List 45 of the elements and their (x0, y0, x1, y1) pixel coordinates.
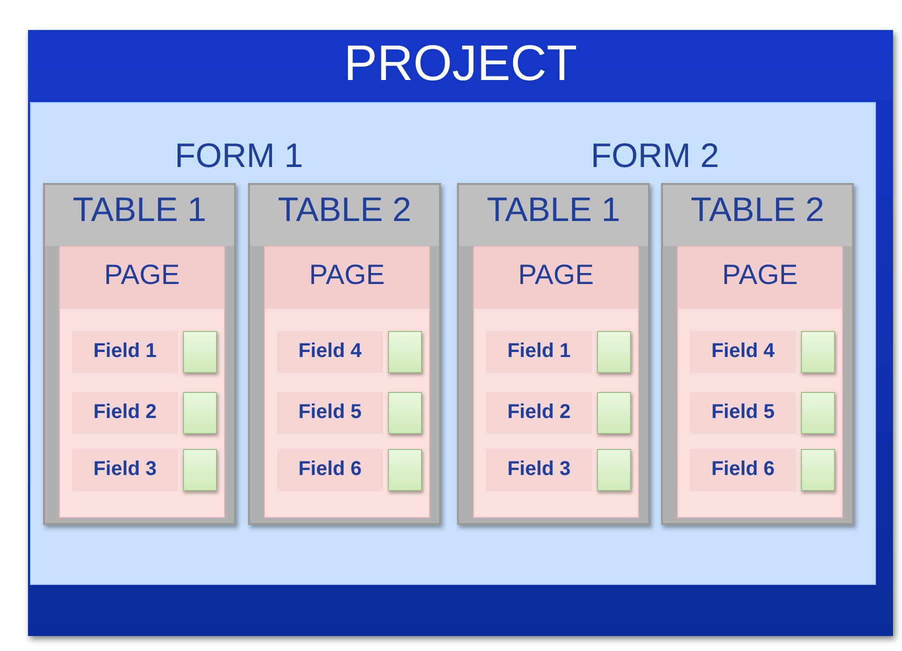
checkbox-square (388, 331, 422, 373)
checkbox-square (597, 392, 631, 434)
checkbox-square (801, 331, 835, 373)
content-panel (30, 102, 876, 585)
project-title: PROJECT (342, 34, 578, 92)
checkbox-square (801, 392, 835, 434)
table-card (248, 183, 441, 525)
checkbox-square (183, 449, 217, 491)
page-card (677, 246, 843, 518)
page-heading: PAGE (103, 259, 181, 291)
table-heading: TABLE 1 (72, 191, 208, 230)
checkbox-square (183, 331, 217, 373)
field-label: Field 4 (297, 340, 363, 363)
project-panel (28, 30, 893, 636)
page-card (264, 246, 430, 518)
field-label: Field 3 (92, 458, 158, 481)
field-label: Field 6 (297, 458, 363, 481)
field-label: Field 5 (710, 401, 776, 424)
table-card (43, 183, 236, 525)
table-heading: TABLE 1 (486, 191, 622, 230)
form-heading: FORM 1 (174, 137, 304, 176)
checkbox-square (388, 392, 422, 434)
checkbox-square (597, 449, 631, 491)
checkbox-square (183, 392, 217, 434)
page-heading: PAGE (721, 259, 799, 291)
table-heading: TABLE 2 (276, 191, 412, 230)
field-label: Field 1 (92, 340, 158, 363)
table-card (457, 183, 650, 525)
checkbox-square (801, 449, 835, 491)
field-label: Field 2 (506, 401, 572, 424)
checkbox-square (597, 331, 631, 373)
page-card (473, 246, 639, 518)
table-card (661, 183, 854, 525)
page-heading: PAGE (308, 259, 386, 291)
page-card (59, 246, 225, 518)
field-label: Field 5 (297, 401, 363, 424)
page-heading: PAGE (517, 259, 595, 291)
field-label: Field 2 (92, 401, 158, 424)
form-heading: FORM 2 (590, 137, 720, 176)
field-label: Field 6 (710, 458, 776, 481)
field-label: Field 1 (506, 340, 572, 363)
table-heading: TABLE 2 (690, 191, 826, 230)
field-label: Field 4 (710, 340, 776, 363)
field-label: Field 3 (506, 458, 572, 481)
checkbox-square (388, 449, 422, 491)
